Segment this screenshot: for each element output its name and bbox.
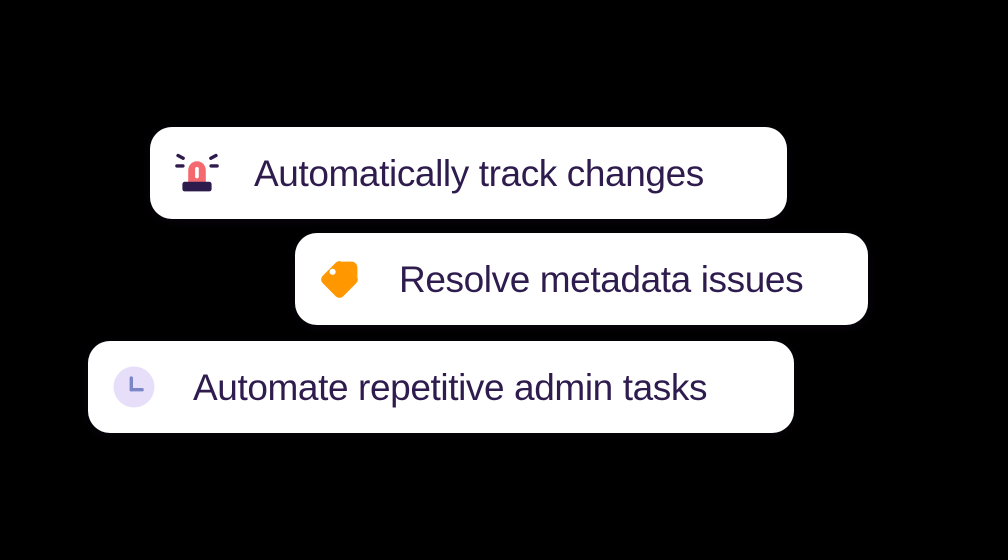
- clock-icon: [112, 365, 156, 409]
- feature-card-label: Resolve metadata issues: [399, 258, 804, 300]
- feature-card-resolve-metadata[interactable]: Resolve metadata issues: [295, 233, 868, 325]
- feature-card-label: Automatically track changes: [254, 152, 704, 194]
- feature-card-automate-admin[interactable]: Automate repetitive admin tasks: [88, 341, 794, 433]
- feature-card-track-changes[interactable]: Automatically track changes: [150, 127, 787, 219]
- feature-card-label: Automate repetitive admin tasks: [193, 366, 708, 408]
- tag-icon: [318, 258, 361, 301]
- siren-icon: [175, 151, 219, 195]
